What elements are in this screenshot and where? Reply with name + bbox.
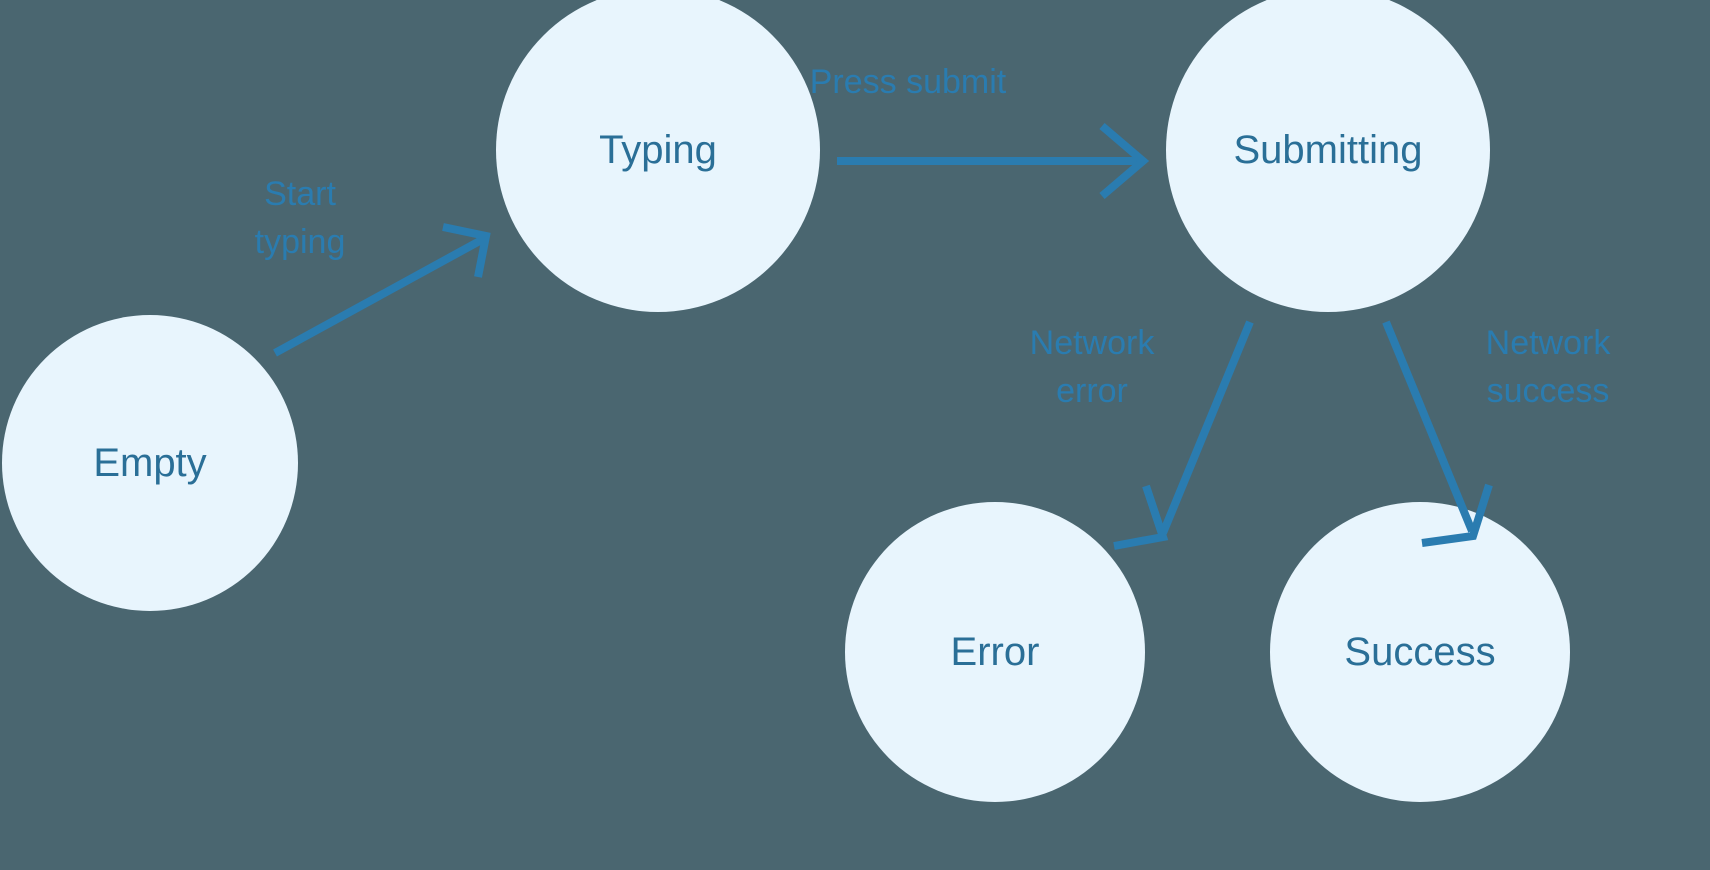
state-circle-typing[interactable] — [496, 0, 820, 312]
state-label-error: Error — [951, 630, 1040, 674]
edge-submitting-to-error: Network error — [1030, 320, 1254, 550]
edge-label-network-success-line1: Network — [1486, 324, 1612, 362]
edge-label-network-error-line1: Network — [1030, 324, 1156, 362]
state-circle-success[interactable] — [1270, 502, 1570, 802]
node-empty[interactable]: Empty — [2, 315, 298, 611]
node-success[interactable]: Success — [1270, 502, 1570, 802]
edge-submitting-to-success: Network success — [1382, 320, 1612, 547]
state-label-success: Success — [1344, 630, 1495, 674]
node-typing[interactable]: Typing — [496, 0, 820, 312]
state-circle-empty[interactable] — [2, 315, 298, 611]
edge-label-network-error-line2: error — [1056, 372, 1128, 410]
edge-label-network-success-line2: success — [1487, 372, 1610, 410]
state-label-submitting: Submitting — [1234, 128, 1423, 172]
state-circle-submitting[interactable] — [1166, 0, 1490, 312]
edge-label-press-submit: Press submit — [810, 63, 1007, 101]
node-error[interactable]: Error — [845, 502, 1145, 802]
state-label-typing: Typing — [599, 128, 717, 172]
state-label-empty: Empty — [93, 441, 206, 485]
edge-line-submitting-to-success — [1382, 320, 1476, 533]
node-submitting[interactable]: Submitting — [1166, 0, 1490, 312]
edge-line-empty-to-typing — [273, 233, 489, 357]
edge-label-start-typing-line2: typing — [255, 223, 346, 261]
arrowhead-submitting-to-error — [1113, 484, 1169, 550]
edge-empty-to-typing: Start typing — [255, 175, 491, 357]
edge-label-start-typing-line1: Start — [264, 175, 336, 213]
arrowhead-typing-to-submitting — [1099, 122, 1150, 200]
arrowhead-submitting-to-success — [1421, 483, 1493, 547]
arrowhead-empty-to-typing — [442, 223, 491, 278]
state-circle-error[interactable] — [845, 502, 1145, 802]
edge-line-submitting-to-error — [1159, 320, 1254, 535]
edge-typing-to-submitting: Press submit — [810, 63, 1150, 200]
